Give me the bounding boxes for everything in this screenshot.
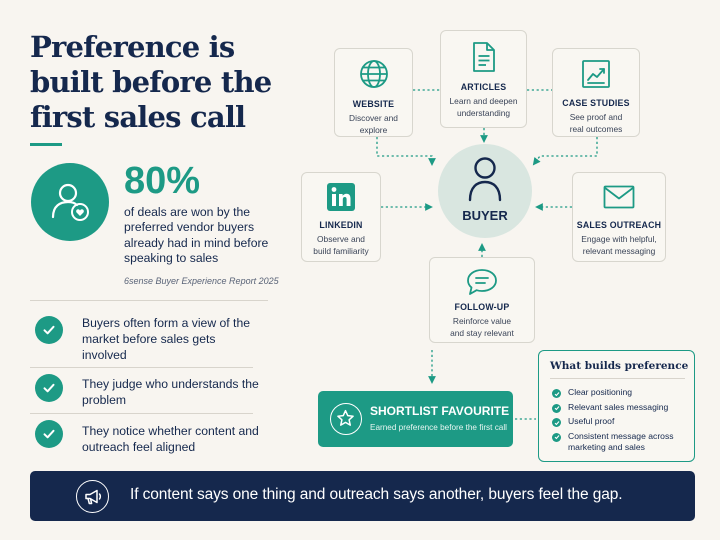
divider <box>550 378 685 379</box>
stat-value: 80% <box>124 160 201 202</box>
outcome-shortlist: SHORTLIST FAVOURITE Earned preference be… <box>318 391 513 447</box>
node-description: Learn and deepen understanding <box>449 96 518 118</box>
check-icon <box>552 389 561 398</box>
check-item-text: Buyers often form a view of the market b… <box>82 316 250 362</box>
node-website: WEBSITE Discover and explore <box>334 48 413 137</box>
check-item-text: They judge who understands the problem <box>82 377 259 407</box>
title-underline <box>30 143 62 146</box>
buyer-node: BUYER <box>438 144 532 238</box>
list-item-label: Useful proof <box>568 416 615 426</box>
node-title: SALES OUTREACH <box>576 220 662 230</box>
node-description: See proof and real outcomes <box>569 112 623 134</box>
outcome-description: Earned preference before the first call <box>370 423 507 432</box>
node-title: ARTICLES <box>460 82 507 92</box>
mail-icon <box>603 185 635 209</box>
node-title: WEBSITE <box>352 99 395 109</box>
check-icon <box>35 316 63 344</box>
node-articles: ARTICLES Learn and deepen understanding <box>440 30 527 128</box>
node-description: Observe and build familiarity <box>313 234 369 256</box>
megaphone-icon <box>76 480 109 513</box>
node-description: Discover and explore <box>349 113 398 135</box>
globe-icon <box>359 60 388 88</box>
divider <box>30 367 253 368</box>
stat-person-icon <box>31 163 109 241</box>
chart-icon <box>582 60 610 88</box>
node-title: LINKEDIN <box>319 220 363 230</box>
page-title: Preference is built before the first sal… <box>30 30 272 134</box>
person-icon <box>468 157 502 202</box>
node-description: Reinforce value and stay relevant <box>450 316 514 338</box>
list-item: Clear positioning <box>552 387 692 399</box>
list-item-label: Consistent message across marketing and … <box>568 430 674 453</box>
buyer-label: BUYER <box>462 208 508 223</box>
check-icon <box>552 418 561 427</box>
builds-list: Clear positioning Relevant sales messagi… <box>552 387 692 457</box>
footer-banner: If content says one thing and outreach s… <box>30 471 695 521</box>
outcome-title: SHORTLIST FAVOURITE <box>370 404 510 418</box>
node-follow-up: FOLLOW-UP Reinforce value and stay relev… <box>429 257 535 343</box>
builds-preference-panel: What builds preference Clear positioning… <box>538 350 695 462</box>
check-icon <box>35 374 63 402</box>
node-title: CASE STUDIES <box>562 98 630 108</box>
list-item: Useful proof <box>552 416 692 428</box>
chat-icon <box>467 269 497 295</box>
node-description: Engage with helpful, relevant messaging <box>581 234 657 256</box>
list-item: Relevant sales messaging <box>552 402 692 414</box>
linkedin-icon <box>327 183 355 211</box>
node-title: FOLLOW-UP <box>454 302 510 312</box>
node-case-studies: CASE STUDIES See proof and real outcomes <box>552 48 640 137</box>
check-item-text: They notice whether content and outreach… <box>82 424 259 454</box>
banner-text: If content says one thing and outreach s… <box>130 486 623 503</box>
stat-source: 6sense Buyer Experience Report 2025 <box>124 276 279 286</box>
divider <box>30 300 268 301</box>
list-item-label: Relevant sales messaging <box>568 401 669 412</box>
check-icon <box>552 403 561 413</box>
check-icon <box>552 432 561 442</box>
star-icon <box>330 403 362 435</box>
stat-description: of deals are won by the preferred vendor… <box>124 205 269 265</box>
check-icon <box>35 420 63 448</box>
list-item: Consistent message across marketing and … <box>552 431 692 454</box>
node-sales-outreach: SALES OUTREACH Engage with helpful, rele… <box>572 172 666 262</box>
builds-title: What builds preference <box>550 360 689 372</box>
node-linkedin: LINKEDIN Observe and build familiarity <box>301 172 381 262</box>
document-icon <box>472 42 495 72</box>
list-item-label: Clear positioning <box>568 387 633 397</box>
divider <box>30 413 253 414</box>
